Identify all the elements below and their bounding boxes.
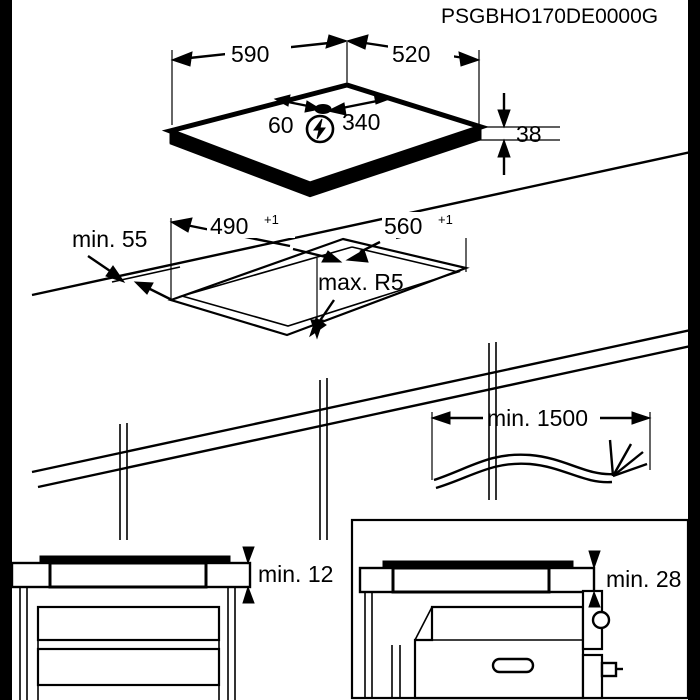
label-bg-490 <box>207 212 295 238</box>
dim-label-60: 60 <box>268 112 294 138</box>
dim-label-min-55: min. 55 <box>72 226 147 252</box>
cable-wire-3 <box>612 451 644 477</box>
arrow-520-left <box>345 34 369 50</box>
electrical-connection-icon <box>305 114 335 144</box>
view-cable-length: min. 1500 <box>430 405 652 490</box>
arrow-28-up <box>588 590 601 608</box>
hob-body-drawers <box>48 561 208 589</box>
dim-label-490: 490 <box>210 213 248 239</box>
drawing-code: PSGBHO170DE0000G <box>441 5 658 28</box>
cutout-opening <box>167 237 470 337</box>
arrow-60-left <box>273 94 291 107</box>
arrow-cable-left <box>430 411 451 425</box>
view-worktop-cutout: 490 +1 560 +1 min. 55 max. R5 <box>31 148 700 540</box>
oven-bevel-edge <box>414 606 433 641</box>
label-bg-560 <box>382 212 472 238</box>
arrow-340-left <box>326 102 347 116</box>
worktop-front-edge-bottom <box>37 342 700 489</box>
label-bg-520 <box>388 40 454 66</box>
worktop-rear-edge <box>31 148 700 297</box>
oven-body <box>413 605 585 700</box>
dim-line-min55-upper <box>87 255 114 274</box>
drawer-front-lower <box>36 647 221 687</box>
worktop-front-edge-top <box>31 326 700 474</box>
arrow-12-down <box>242 546 255 565</box>
cutout-inner-outline <box>179 246 462 327</box>
arrow-cable-right <box>631 411 652 425</box>
hob-bottom-edge <box>169 137 482 198</box>
dim-label-min-12: min. 12 <box>258 561 333 587</box>
arrow-520-right <box>458 51 481 67</box>
dim-label-520: 520 <box>392 41 430 67</box>
dim-label-max-r5: max. R5 <box>318 269 404 295</box>
arrow-min55-upper <box>105 265 126 283</box>
cable-wire-4 <box>612 462 648 478</box>
worktop-right-drawers <box>203 561 252 589</box>
arrow-r5-corner <box>309 317 327 338</box>
drawer-front-upper <box>36 605 221 642</box>
arrow-38-up <box>497 138 511 158</box>
view-over-drawers: min. 12 <box>10 546 333 700</box>
cable-wire-1 <box>608 439 615 477</box>
worktop-right-oven <box>546 566 596 594</box>
dim-line-min55-lower <box>147 286 173 302</box>
arrow-560-target <box>345 249 369 263</box>
arrow-590-right <box>325 34 349 49</box>
cable-wire-2 <box>611 443 633 477</box>
arrow-490 <box>169 217 193 233</box>
cable-line-upper <box>433 453 615 482</box>
dim-label-min-1500: min. 1500 <box>487 405 588 431</box>
dim-label-340: 340 <box>342 109 380 135</box>
oven-control-panel-lower <box>581 653 604 700</box>
view-over-oven: min. 28 <box>350 518 690 700</box>
hob-body-oven <box>391 566 551 594</box>
arrow-12-up <box>242 585 255 604</box>
arrow-340-right <box>373 92 394 105</box>
dim-label-590: 590 <box>231 41 269 67</box>
dim-leader-490 <box>292 247 331 260</box>
arrow-38-down <box>497 109 511 129</box>
dim-label-38: 38 <box>516 121 542 147</box>
arrow-min55-lower <box>133 281 154 295</box>
worktop-thickness-line <box>111 266 181 283</box>
cable-line-lower <box>435 462 613 490</box>
oven-control-knob <box>591 610 611 630</box>
oven-control-switch <box>600 661 618 678</box>
dim-label-min-28: min. 28 <box>606 566 681 592</box>
connection-point-marker <box>314 104 332 114</box>
dim-label-560: 560 <box>384 213 422 239</box>
arrow-490-target <box>321 250 343 263</box>
view-hob-overall: 590 520 60 <box>161 34 560 198</box>
oven-door-handle <box>491 657 535 674</box>
dim-tolerance-490: +1 <box>264 212 279 227</box>
arrow-28-down <box>588 550 601 570</box>
frame-border-left <box>0 0 12 700</box>
label-bg-590 <box>225 40 291 66</box>
arrow-590-left <box>170 51 193 67</box>
frame-border-right <box>688 0 700 700</box>
dim-tolerance-560: +1 <box>438 212 453 227</box>
